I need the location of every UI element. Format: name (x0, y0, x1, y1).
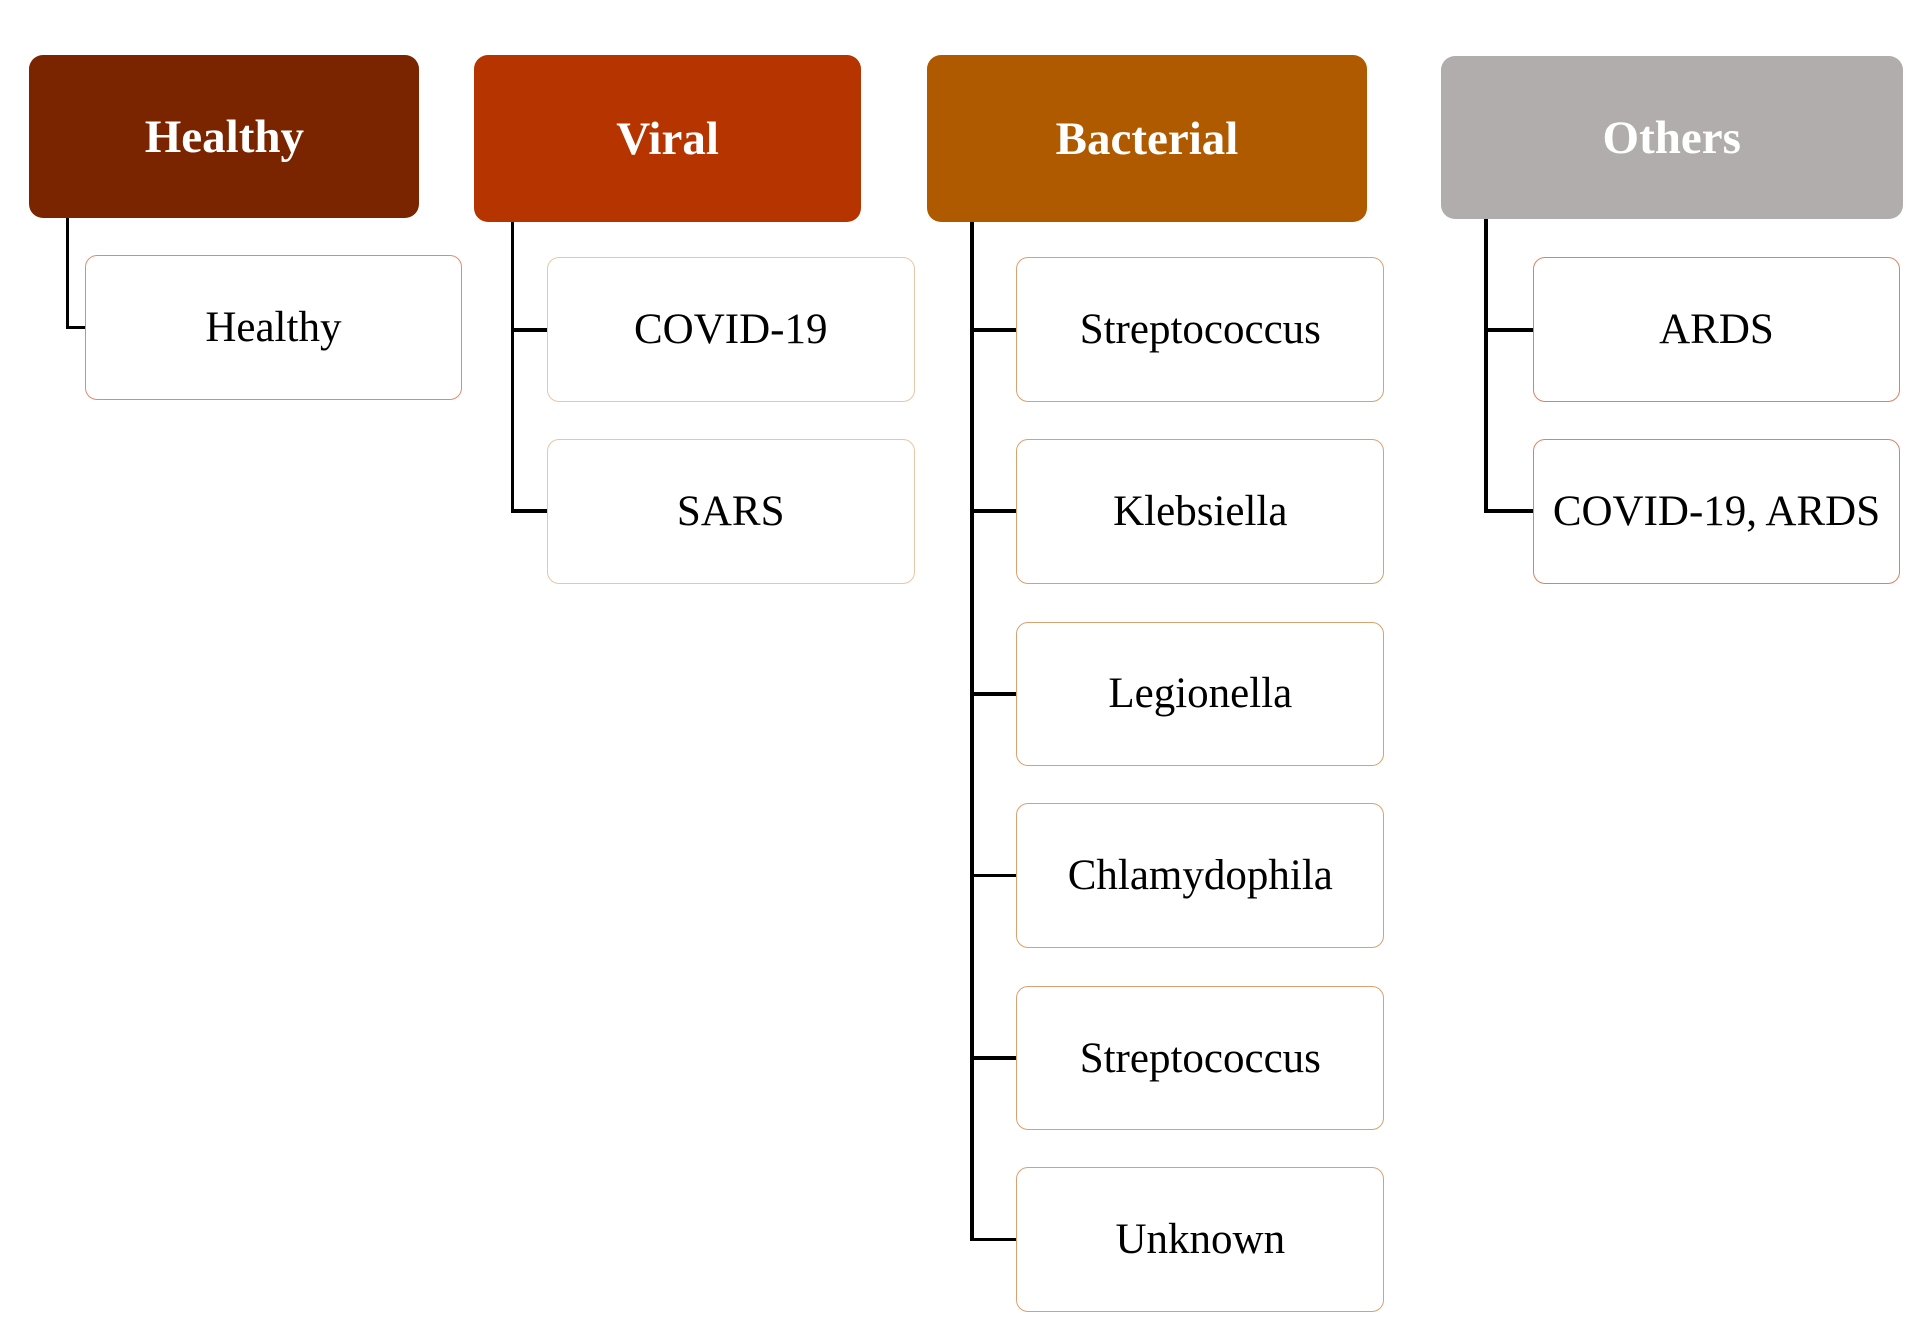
connector-branch (970, 873, 1017, 878)
category-item-bacterial: Streptococcus (1016, 985, 1385, 1131)
connector-branch (510, 327, 547, 332)
connector-spine-healthy (65, 215, 70, 330)
category-header-bacterial: Bacterial (926, 55, 1368, 222)
connector-branch (970, 692, 1017, 696)
connector-branch (65, 325, 85, 330)
category-item-viral: COVID-19 (546, 257, 915, 403)
connector-spine-bacterial (970, 219, 975, 1242)
connector-branch (510, 509, 547, 514)
connector-branch (970, 1056, 1017, 1060)
connector-branch (1484, 509, 1533, 514)
category-item-bacterial: Unknown (1016, 1167, 1385, 1312)
category-item-bacterial: Legionella (1016, 621, 1385, 767)
connector-branch (970, 509, 1017, 514)
category-header-others: Others (1440, 56, 1903, 220)
category-item-healthy: Healthy (84, 255, 463, 400)
category-item-bacterial: Streptococcus (1016, 257, 1385, 403)
connector-branch (1484, 327, 1533, 332)
connector-spine-viral (510, 219, 515, 514)
category-item-bacterial: Chlamydophila (1016, 803, 1385, 948)
category-item-bacterial: Klebsiella (1016, 438, 1385, 584)
category-header-viral: Viral (474, 55, 861, 222)
connector-branch (970, 1237, 1017, 1242)
category-item-others: COVID-19, ARDS (1532, 438, 1901, 584)
connector-spine-others (1484, 217, 1488, 514)
category-item-viral: SARS (546, 438, 915, 584)
category-item-others: ARDS (1532, 257, 1901, 403)
category-header-healthy: Healthy (29, 55, 420, 219)
connector-branch (970, 327, 1017, 332)
